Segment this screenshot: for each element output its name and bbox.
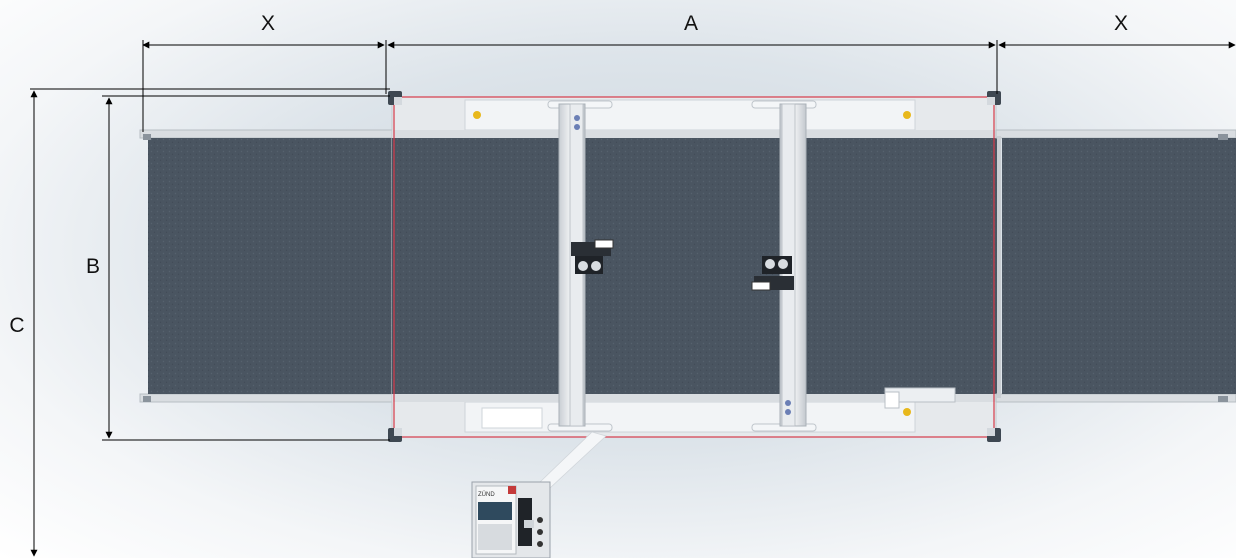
dimension-lines [30,40,1236,557]
dimension-label-a: A [684,12,698,35]
controller-cable [539,431,607,489]
left-cutting-head [571,239,614,274]
cutting-area-outline [393,96,995,438]
corner-marker-top-right [987,91,1001,105]
dimension-label-x-right: X [1114,12,1128,35]
controller-terminal: ZÜND [471,481,551,558]
main-cutting-table [391,96,998,438]
corner-marker-bottom-left [388,428,402,442]
dimension-label-x-left: X [261,12,275,35]
corner-marker-top-left [388,91,402,105]
controller-brand-label: ZÜND [478,491,495,498]
dimension-label-b: B [86,255,100,278]
right-cutting-head [751,256,794,291]
left-extension-conveyor [139,129,401,403]
corner-marker-bottom-right [987,428,1001,442]
dimension-label-c: C [9,314,24,337]
right-extension-conveyor [995,129,1236,403]
